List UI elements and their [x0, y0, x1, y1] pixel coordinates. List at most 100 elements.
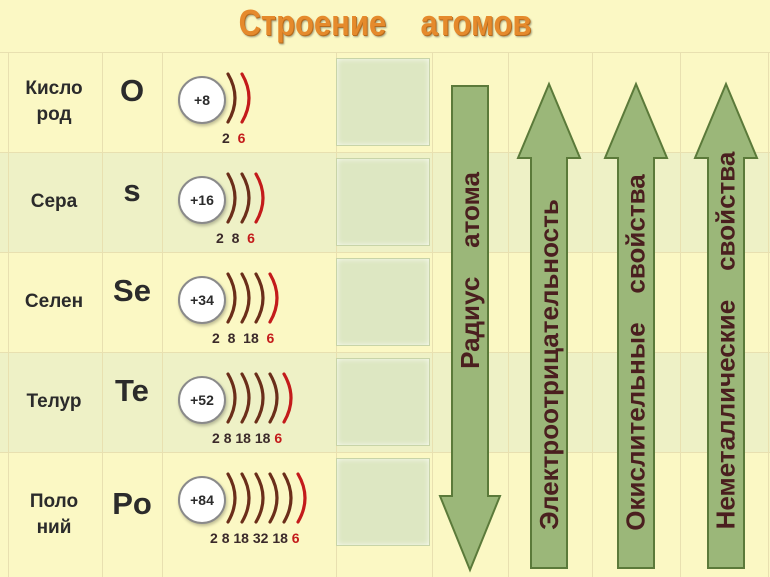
element-name-line: Селен: [24, 291, 84, 312]
trend-arrow-up: [693, 81, 759, 569]
nucleus-charge: +52: [178, 376, 226, 424]
electron-count: 6: [247, 230, 255, 246]
element-name: Селен: [8, 252, 100, 352]
electron-count: 6: [291, 530, 300, 546]
arrow-label: Электроотрицательность: [533, 198, 564, 530]
electron-count: 8: [221, 530, 230, 546]
grid-line: [162, 52, 163, 577]
page-title: Строение атомов: [238, 2, 532, 43]
electron-count: 2: [212, 330, 220, 346]
arrow-label: Радиус атома: [454, 171, 485, 369]
empty-cell-swatch: [336, 58, 430, 146]
grid-line: [8, 52, 9, 577]
element-symbol: Po: [112, 485, 152, 521]
grid-line: [0, 52, 770, 53]
electron-shell-arc: [254, 372, 265, 424]
electron-configuration: 2 8 18 32 18 6: [210, 530, 300, 546]
electron-count: 18: [254, 430, 271, 446]
electron-shell-arc: [240, 172, 251, 224]
grid-line: [680, 52, 681, 577]
electron-count: 18: [235, 430, 251, 446]
element-name: Телур: [8, 352, 100, 452]
electron-shell-arc: [240, 372, 251, 424]
grid-line: [0, 352, 770, 353]
element-symbol: s: [123, 173, 141, 208]
nucleus-charge: +84: [178, 476, 226, 524]
nucleus-charge: +16: [178, 176, 226, 224]
empty-cell-swatch: [336, 158, 430, 246]
electron-count: 2: [222, 130, 230, 146]
electron-shell-arc: [240, 72, 251, 124]
arrow-label: Окислительные свойства: [620, 173, 651, 531]
electron-shell-arc: [268, 472, 279, 524]
electron-count: 2: [216, 230, 224, 246]
element-name: Кисло род: [8, 52, 100, 152]
electron-shell-arc: [226, 372, 237, 424]
electron-shell-arc: [254, 172, 265, 224]
trend-arrow-down: [438, 85, 502, 573]
grid-line: [102, 52, 103, 577]
electron-shell-arc: [282, 472, 293, 524]
electron-shell-arc: [226, 172, 237, 224]
electron-count: 2: [212, 430, 220, 446]
electron-count: 32: [252, 530, 269, 546]
arrow-label: Неметаллические свойства: [710, 151, 741, 529]
nucleus-charge: +8: [178, 76, 226, 124]
element-name-line: Сера: [30, 191, 78, 212]
element-symbol: Te: [115, 373, 149, 408]
trend-arrow-up: [516, 81, 582, 569]
electron-count: 6: [266, 330, 275, 346]
electron-shells: [226, 272, 279, 324]
grid-line: [0, 252, 770, 253]
electron-count: 2: [210, 530, 218, 546]
electron-count: 8: [227, 330, 236, 346]
element-name-line: Телур: [26, 391, 82, 412]
element-name-line: Кисло: [25, 78, 83, 99]
electron-shell-arc: [268, 372, 279, 424]
electron-shells: [226, 372, 293, 424]
grid-line: [0, 452, 770, 453]
empty-cell-swatch: [336, 358, 430, 446]
electron-configuration: 2 8 18 18 6: [212, 430, 282, 446]
element-name-line: ний: [36, 516, 72, 538]
element-symbol: O: [119, 73, 145, 108]
electron-count: 18: [233, 530, 249, 546]
electron-configuration: 2 8 18 6: [212, 330, 274, 346]
element-name-line: род: [36, 104, 72, 125]
electron-shell-arc: [254, 472, 265, 524]
electron-count: 6: [237, 130, 246, 146]
electron-shell-arc: [282, 372, 293, 424]
grid-line: [592, 52, 593, 577]
electron-shells: [226, 172, 265, 224]
electron-shells: [226, 472, 307, 524]
element-name: Поло ний: [8, 452, 100, 577]
element-name-line: Поло: [29, 490, 79, 512]
electron-count: 8: [223, 430, 232, 446]
nucleus-charge: +34: [178, 276, 226, 324]
grid-line: [508, 52, 509, 577]
electron-count: 8: [231, 230, 240, 246]
electron-shell-arc: [296, 472, 307, 524]
element-name: Сера: [8, 152, 100, 252]
electron-shell-arc: [240, 472, 251, 524]
element-symbol: Se: [113, 273, 151, 308]
grid-line: [0, 152, 770, 153]
electron-shell-arc: [268, 272, 279, 324]
electron-count: 18: [272, 530, 288, 546]
electron-shell-arc: [226, 472, 237, 524]
grid-line: [432, 52, 433, 577]
electron-shell-arc: [226, 72, 237, 124]
electron-configuration: 2 8 6: [216, 230, 255, 246]
electron-count: 18: [243, 330, 259, 346]
electron-shell-arc: [240, 272, 251, 324]
electron-count: 6: [274, 430, 283, 446]
electron-shell-arc: [254, 272, 265, 324]
empty-cell-swatch: [336, 258, 430, 346]
electron-shell-arc: [226, 272, 237, 324]
trend-arrow-up: [603, 81, 669, 569]
electron-shells: [226, 72, 251, 124]
electron-configuration: 2 6: [222, 130, 245, 146]
grid-line: [768, 52, 769, 577]
empty-cell-swatch: [336, 458, 430, 546]
